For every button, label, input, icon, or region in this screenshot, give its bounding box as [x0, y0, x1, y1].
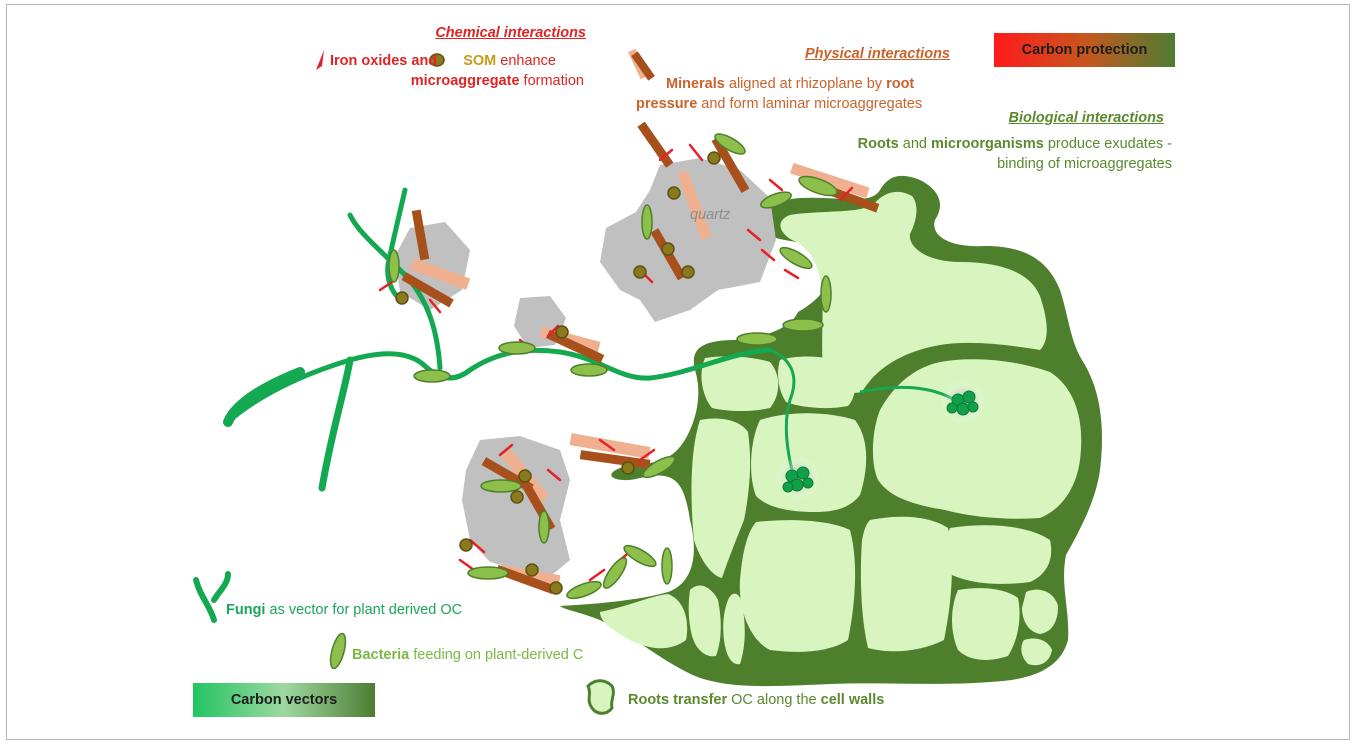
bacterium [389, 250, 399, 282]
physical-line-1: Minerals aligned at rhizoplane by root [666, 75, 966, 94]
root-cell [952, 588, 1020, 660]
som-particle [396, 292, 408, 304]
physical-line-2: pressure and form laminar microaggregate… [636, 95, 966, 114]
root-cell [861, 517, 952, 652]
som-particle [556, 326, 568, 338]
mineral-legend-icon [628, 49, 655, 81]
roots-legend-text: Roots transfer OC along the cell walls [628, 691, 938, 710]
som-particle [519, 470, 531, 482]
bacterium [642, 205, 652, 239]
chemical-line-2: microaggregate formation [340, 72, 584, 91]
iron-oxides-label: Iron oxides and [330, 53, 437, 69]
som-particle [634, 266, 646, 278]
bacterium [468, 567, 508, 579]
carbon-vectors-label: Carbon vectors [193, 683, 375, 717]
root-cell [873, 359, 1081, 518]
microaggregate-label: microaggregate [411, 73, 520, 89]
root-legend-icon [588, 681, 613, 714]
som-particle [682, 266, 694, 278]
som-label: SOM [463, 53, 496, 69]
bacterium [783, 319, 823, 331]
bacterium [737, 333, 777, 345]
bacterium [621, 542, 658, 570]
som-particle [668, 187, 680, 199]
bacterium [662, 548, 672, 584]
physical-heading: Physical interactions [740, 45, 950, 64]
som-particle [550, 582, 562, 594]
carbon-protection-label: Carbon protection [994, 33, 1175, 67]
biological-heading: Biological interactions [940, 109, 1164, 128]
som-particle [511, 491, 523, 503]
biological-line-1: Roots and microorganisms produce exudate… [790, 135, 1172, 154]
som-particle [526, 564, 538, 576]
chemical-heading: Chemical interactions [400, 24, 586, 43]
bacterium [481, 480, 521, 492]
root-cell [946, 525, 1052, 584]
bacterium [539, 511, 549, 543]
bacteria-legend-text: Bacteria feeding on plant-derived C [352, 646, 632, 665]
chemical-line-1: Iron oxides and SOM enhance [330, 52, 590, 71]
som-particle [708, 152, 720, 164]
bacterium [821, 276, 831, 312]
fungal-hypha [322, 360, 350, 488]
fungal-hypha [230, 350, 770, 420]
bacteria-legend-icon [328, 632, 349, 670]
bacterium [571, 364, 607, 376]
fungi-legend-icon [196, 574, 228, 620]
som-particle [622, 462, 634, 474]
root-cell [740, 520, 855, 652]
bacterium [600, 555, 630, 591]
bacterium [499, 342, 535, 354]
bacterium [414, 370, 450, 382]
iron-oxide-legend-icon [316, 50, 324, 70]
bacterium [565, 578, 603, 602]
fungi-legend-text: Fungi as vector for plant derived OC [226, 601, 516, 620]
som-particle [460, 539, 472, 551]
som-particle [662, 243, 674, 255]
minerals-label: Minerals [666, 76, 725, 92]
quartz-label: quartz [690, 206, 730, 225]
biological-line-2: binding of microaggregates [900, 155, 1172, 174]
